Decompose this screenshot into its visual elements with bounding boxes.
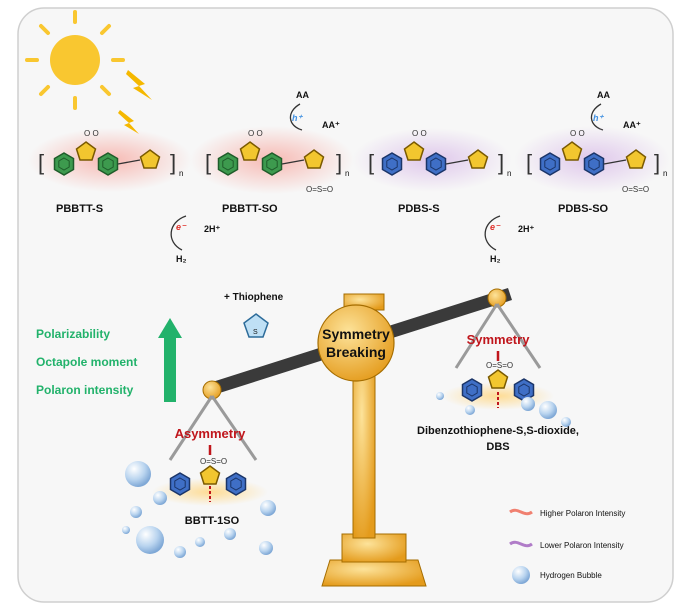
svg-text:Lower Polaron Intensity: Lower Polaron Intensity [540, 541, 624, 550]
svg-text:[: [ [205, 150, 211, 175]
svg-text:O O: O O [570, 129, 585, 138]
svg-text:Higher Polaron Intensity: Higher Polaron Intensity [540, 509, 625, 518]
bubble [136, 526, 164, 554]
bubble [224, 528, 236, 540]
svg-text:n: n [663, 169, 667, 178]
balance-scale: Symmetry Breaking [168, 288, 542, 587]
svg-text:H₂: H₂ [176, 254, 187, 264]
molecule-label: Dibenzothiophene-S,S-dioxide, [417, 425, 579, 437]
legend-item: Higher Polaron Intensity [509, 508, 625, 518]
svg-text:O O: O O [84, 129, 99, 138]
bubble [436, 392, 444, 400]
sun-icon [25, 10, 125, 110]
symmetry-label: Symmetry [467, 332, 531, 347]
bubble [122, 526, 130, 534]
asymmetry-label: Asymmetry [175, 426, 247, 441]
svg-text:O=S=O: O=S=O [622, 185, 649, 194]
svg-text:AA: AA [296, 90, 309, 100]
bubble [125, 461, 151, 487]
legend: Higher Polaron Intensity Lower Polaron I… [509, 508, 625, 584]
bubble [561, 417, 571, 427]
polymer-structures: [ O O ] PBBTT-S [ O O O=S=O ] PBBTT-SO [28, 126, 670, 215]
svg-text:O=S=O: O=S=O [200, 457, 227, 466]
svg-text:n: n [345, 169, 349, 178]
bubble [153, 491, 167, 505]
asymmetric-molecule: Asymmetry O=S=O BBTT-1SO [152, 426, 268, 527]
svg-text:]: ] [498, 150, 504, 175]
bubble [195, 537, 205, 547]
svg-text:]: ] [336, 150, 342, 175]
svg-text:n: n [507, 169, 511, 178]
property-label: Octapole moment [36, 355, 137, 369]
bubble [539, 401, 557, 419]
hydrogen-bubbles [122, 392, 571, 558]
svg-text:Breaking: Breaking [326, 344, 386, 360]
svg-text:2H⁺: 2H⁺ [518, 224, 535, 234]
polymer-label: PDBS-S [398, 203, 440, 215]
svg-text:O=S=O: O=S=O [306, 185, 333, 194]
legend-item: Lower Polaron Intensity [509, 540, 624, 550]
bubble [260, 500, 276, 516]
bubble [521, 397, 535, 411]
svg-text:+ Thiophene: + Thiophene [224, 292, 284, 303]
polymer-pbbtt-s: [ O O ] PBBTT-S [28, 128, 192, 215]
molecule-label: DBS [486, 441, 509, 453]
bubble [174, 546, 186, 558]
bubble [465, 405, 475, 415]
svg-text:S: S [253, 329, 258, 336]
polymer-pdbs-s: [ O O ] PDBS-S [352, 128, 512, 215]
svg-text:]: ] [170, 150, 176, 175]
svg-text:e⁻: e⁻ [490, 222, 501, 232]
svg-text:AA⁺: AA⁺ [623, 120, 641, 130]
increase-arrow-icon [158, 318, 182, 402]
polymer-label: PBBTT-SO [222, 203, 278, 215]
hydrogen-evolution-cycle-right: e⁻ 2H⁺ H₂ [484, 215, 535, 264]
svg-text:n: n [179, 169, 183, 178]
property-label: Polaron intensity [36, 383, 134, 397]
svg-text:AA⁺: AA⁺ [322, 120, 340, 130]
svg-text:AA: AA [597, 90, 610, 100]
thiophene-structure: + Thiophene S [224, 292, 284, 338]
legend-item: Hydrogen Bubble [512, 566, 602, 584]
hydrogen-evolution-cycle-left: e⁻ 2H⁺ H₂ [170, 215, 221, 264]
properties-list: Polarizability Octapole moment Polaron i… [36, 318, 182, 402]
svg-text:[: [ [368, 150, 374, 175]
polymer-pdbs-so: [ O O O=S=O ] PDBS-SO [514, 126, 670, 215]
svg-text:h⁺: h⁺ [593, 113, 604, 123]
lightning-icon [118, 70, 152, 134]
property-label: Polarizability [36, 327, 110, 341]
molecule-label: BBTT-1SO [185, 515, 240, 527]
svg-text:O=S=O: O=S=O [486, 361, 513, 370]
svg-text:2H⁺: 2H⁺ [204, 224, 221, 234]
svg-text:H₂: H₂ [490, 254, 501, 264]
bubble [130, 506, 142, 518]
svg-text:e⁻: e⁻ [176, 222, 187, 232]
svg-text:[: [ [526, 150, 532, 175]
svg-text:[: [ [38, 150, 44, 175]
polymer-label: PDBS-SO [558, 203, 609, 215]
polymer-label: PBBTT-S [56, 203, 103, 215]
svg-text:Symmetry: Symmetry [322, 326, 390, 342]
svg-text:O O: O O [412, 129, 427, 138]
svg-text:h⁺: h⁺ [292, 113, 303, 123]
svg-text:]: ] [654, 150, 660, 175]
svg-text:Hydrogen Bubble: Hydrogen Bubble [540, 571, 602, 580]
polymer-pbbtt-so: [ O O O=S=O ] PBBTT-SO [190, 126, 354, 215]
bubble [259, 541, 273, 555]
svg-text:O O: O O [248, 129, 263, 138]
